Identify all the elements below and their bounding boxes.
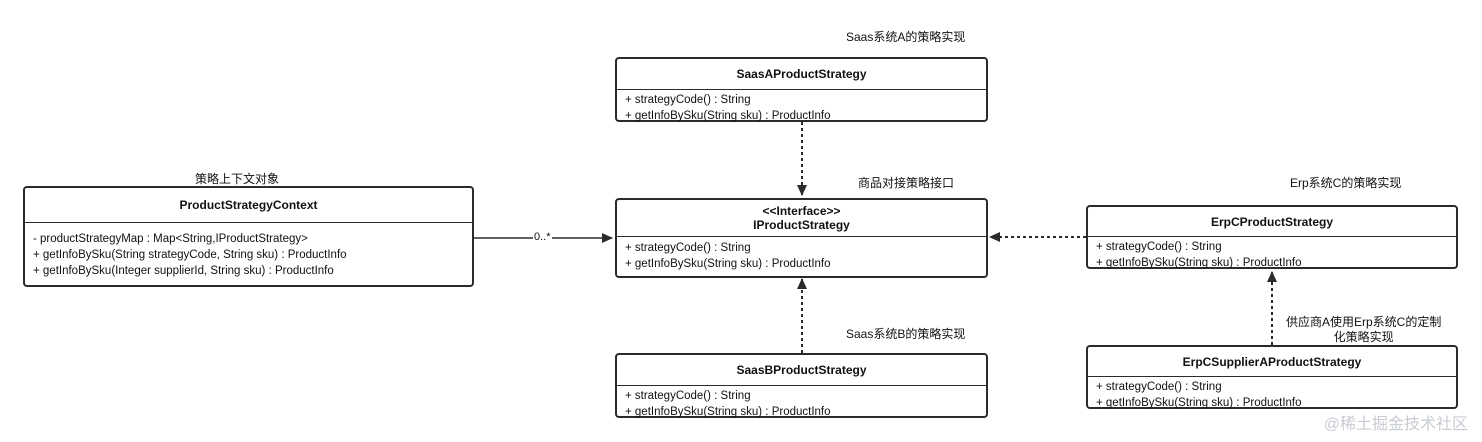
method: + strategyCode() : String — [1096, 241, 1222, 253]
class-name: SaasBProductStrategy — [736, 363, 867, 377]
class-header: SaasAProductStrategy — [617, 59, 986, 90]
class-product-strategy-context[interactable]: ProductStrategyContext - productStrategy… — [23, 186, 474, 287]
interface-iproduct-strategy[interactable]: <<Interface>> IProductStrategy + strateg… — [615, 198, 988, 278]
class-members: + strategyCode() : String + getInfoBySku… — [617, 90, 986, 126]
saas-a-label: Saas系统A的策略实现 — [846, 30, 966, 44]
stereotype: <<Interface>> — [762, 204, 841, 218]
method: + getInfoBySku(String strategyCode, Stri… — [33, 249, 347, 261]
class-name: IProductStrategy — [753, 218, 850, 232]
class-name: ErpCProductStrategy — [1210, 214, 1334, 229]
class-members: + strategyCode() : String + getInfoBySku… — [1088, 377, 1456, 413]
class-members: + strategyCode() : String + getInfoBySku… — [617, 237, 986, 274]
method: + getInfoBySku(String sku) : ProductInfo — [625, 406, 831, 418]
context-label: 策略上下文对象 — [195, 172, 280, 186]
watermark: @稀土掘金技术社区 — [1323, 416, 1468, 433]
erp-c-label: Erp系统C的策略实现 — [1290, 176, 1402, 190]
method: + strategyCode() : String — [1096, 381, 1222, 393]
class-members: - productStrategyMap : Map<String,IProdu… — [25, 223, 472, 281]
method: + getInfoBySku(String sku) : ProductInfo — [625, 258, 831, 270]
interface-label: 商品对接策略接口 — [858, 176, 955, 190]
method: + getInfoBySku(String sku) : ProductInfo — [1096, 397, 1302, 409]
class-header: ProductStrategyContext — [25, 188, 472, 223]
class-name: ProductStrategyContext — [179, 198, 318, 212]
method: + getInfoBySku(String sku) : ProductInfo — [1096, 257, 1302, 269]
field: - productStrategyMap : Map<String,IProdu… — [33, 233, 308, 245]
method: + strategyCode() : String — [625, 390, 751, 402]
class-name: SaasAProductStrategy — [736, 67, 867, 81]
class-header: ErpCProductStrategy — [1088, 207, 1456, 237]
class-header: <<Interface>> IProductStrategy — [617, 200, 986, 237]
erp-c-supplier-label-line1: 供应商A使用Erp系统C的定制 — [1286, 315, 1442, 329]
erp-c-supplier-label-line2: 化策略实现 — [1333, 330, 1394, 344]
erp-c-supplier-label: 供应商A使用Erp系统C的定制 化策略实现 — [1286, 315, 1441, 345]
class-saas-a-product-strategy[interactable]: SaasAProductStrategy + strategyCode() : … — [615, 57, 988, 122]
class-erp-c-product-strategy[interactable]: ErpCProductStrategy + strategyCode() : S… — [1086, 205, 1458, 269]
method: + strategyCode() : String — [625, 242, 751, 254]
class-saas-b-product-strategy[interactable]: SaasBProductStrategy + strategyCode() : … — [615, 353, 988, 418]
class-name: ErpCSupplierAProductStrategy — [1182, 354, 1362, 369]
method: + strategyCode() : String — [625, 94, 751, 106]
class-members: + strategyCode() : String + getInfoBySku… — [617, 386, 986, 422]
class-header: ErpCSupplierAProductStrategy — [1088, 347, 1456, 377]
class-erp-c-supplier-a-product-strategy[interactable]: ErpCSupplierAProductStrategy + strategyC… — [1086, 345, 1458, 409]
class-members: + strategyCode() : String + getInfoBySku… — [1088, 237, 1456, 273]
method: + getInfoBySku(Integer supplierId, Strin… — [33, 265, 334, 277]
method: + getInfoBySku(String sku) : ProductInfo — [625, 110, 831, 122]
association-multiplicity: 0..* — [533, 231, 552, 244]
saas-b-label: Saas系统B的策略实现 — [846, 327, 966, 341]
class-header: SaasBProductStrategy — [617, 355, 986, 386]
